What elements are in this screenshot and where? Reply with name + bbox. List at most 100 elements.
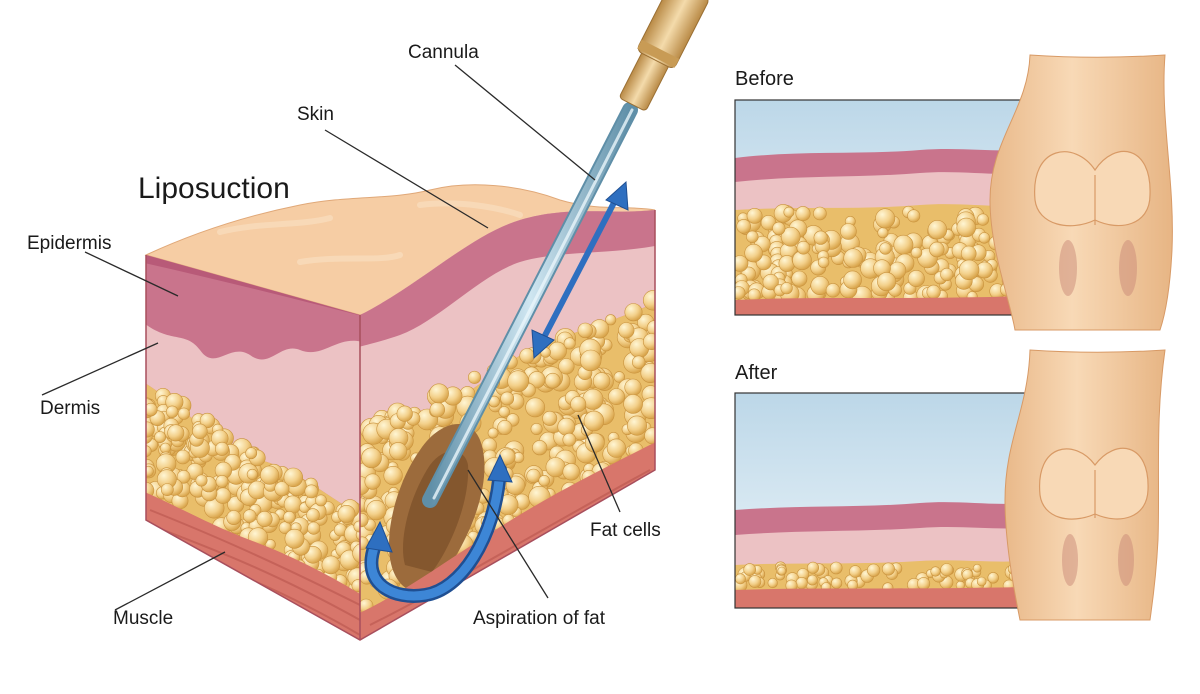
- fat-cell: [960, 245, 977, 262]
- fat-cell: [525, 397, 546, 418]
- fat-cell: [807, 574, 818, 586]
- fat-cell: [624, 378, 642, 396]
- fat-cell: [642, 290, 655, 311]
- fat-cell: [940, 267, 954, 282]
- fat-cell: [813, 230, 828, 245]
- fat-cell: [283, 467, 303, 488]
- fat-cell: [352, 543, 360, 564]
- label-epidermis: Epidermis: [27, 233, 112, 254]
- fat-cell: [246, 468, 258, 480]
- fat-cell: [976, 213, 990, 226]
- fat-cell: [360, 512, 369, 528]
- fat-cell: [583, 410, 605, 432]
- fat-cell: [245, 447, 258, 460]
- fat-cell: [772, 221, 786, 235]
- label-aspiration: Aspiration of fat: [473, 608, 606, 629]
- fat-cell: [167, 424, 185, 442]
- after-panel: [734, 349, 1166, 621]
- panel-title-after: After: [735, 362, 778, 384]
- before-panel: [734, 54, 1173, 331]
- fat-cell: [199, 412, 215, 429]
- fat-cell: [830, 577, 843, 589]
- fat-cell: [791, 270, 808, 287]
- label-muscle: Muscle: [113, 608, 174, 629]
- fat-cell: [166, 405, 179, 418]
- fat-cell: [364, 473, 381, 490]
- fat-cell: [160, 483, 174, 496]
- fat-cell: [256, 510, 273, 527]
- label-fat-cells: Fat cells: [590, 520, 661, 541]
- fat-cell: [640, 397, 655, 420]
- fat-cell: [429, 383, 449, 404]
- fat-cell: [956, 217, 976, 238]
- label-dermis: Dermis: [40, 398, 101, 419]
- fat-cell: [767, 577, 778, 589]
- fat-cell: [849, 565, 862, 578]
- fat-cell: [195, 474, 208, 487]
- fat-cell: [307, 521, 321, 535]
- fat-cell: [626, 415, 647, 436]
- tissue-block: [144, 184, 656, 641]
- fat-cell: [813, 206, 827, 221]
- fat-cell: [579, 349, 602, 372]
- fat-cell: [532, 440, 548, 456]
- fat-cell: [337, 505, 356, 523]
- fat-cell: [743, 563, 757, 576]
- fat-cell: [608, 388, 625, 406]
- fat-cell: [825, 283, 841, 298]
- fat-cell: [530, 422, 543, 435]
- fat-cell: [987, 572, 999, 584]
- fat-cell: [877, 272, 897, 292]
- fat-cell: [893, 234, 914, 255]
- fat-cell: [487, 427, 499, 439]
- fat-cell: [315, 494, 327, 507]
- fat-cell: [396, 405, 413, 422]
- fat-cell: [777, 566, 787, 576]
- fat-cell: [976, 576, 987, 587]
- fat-cell: [542, 410, 558, 426]
- fat-cell: [929, 241, 945, 258]
- fat-cell: [498, 406, 510, 418]
- fat-cell: [605, 314, 617, 326]
- fat-cell: [640, 362, 655, 383]
- fat-cell: [146, 465, 154, 477]
- fat-cell: [735, 573, 746, 585]
- fat-cell: [910, 246, 923, 259]
- fat-cell: [606, 438, 627, 458]
- double-arrow-icon: [531, 180, 629, 360]
- fat-cell: [866, 563, 881, 577]
- fat-cell: [623, 394, 643, 414]
- fat-cell: [875, 208, 896, 229]
- fat-cell: [796, 240, 811, 255]
- suction-arrow-icon: [364, 453, 513, 603]
- fat-cell: [557, 417, 576, 436]
- fat-cell: [780, 282, 793, 295]
- fat-cell: [930, 566, 941, 577]
- fat-cell: [283, 495, 302, 514]
- fat-cell: [736, 219, 752, 234]
- fat-cell: [215, 441, 230, 456]
- label-cannula: Cannula: [408, 42, 479, 63]
- fat-cell: [735, 255, 749, 272]
- fat-cell: [389, 442, 408, 461]
- fat-cell: [538, 474, 551, 487]
- fat-cell: [284, 528, 305, 549]
- fat-cell: [176, 469, 191, 484]
- fat-cell: [545, 457, 566, 478]
- fat-cell: [500, 391, 515, 406]
- fat-cell: [881, 562, 895, 576]
- fat-cell: [215, 474, 229, 488]
- fat-cell: [321, 555, 341, 575]
- fat-cell: [592, 372, 611, 390]
- fat-cell: [907, 209, 921, 223]
- fat-cell: [631, 355, 646, 369]
- fat-cell: [146, 402, 158, 417]
- fat-cell: [746, 230, 759, 244]
- fat-cell: [497, 419, 513, 435]
- fat-cell: [940, 563, 954, 577]
- body-silhouette-icon: [1004, 349, 1166, 621]
- label-skin: Skin: [297, 104, 334, 125]
- fat-cell: [519, 348, 535, 364]
- fat-cell: [467, 370, 481, 384]
